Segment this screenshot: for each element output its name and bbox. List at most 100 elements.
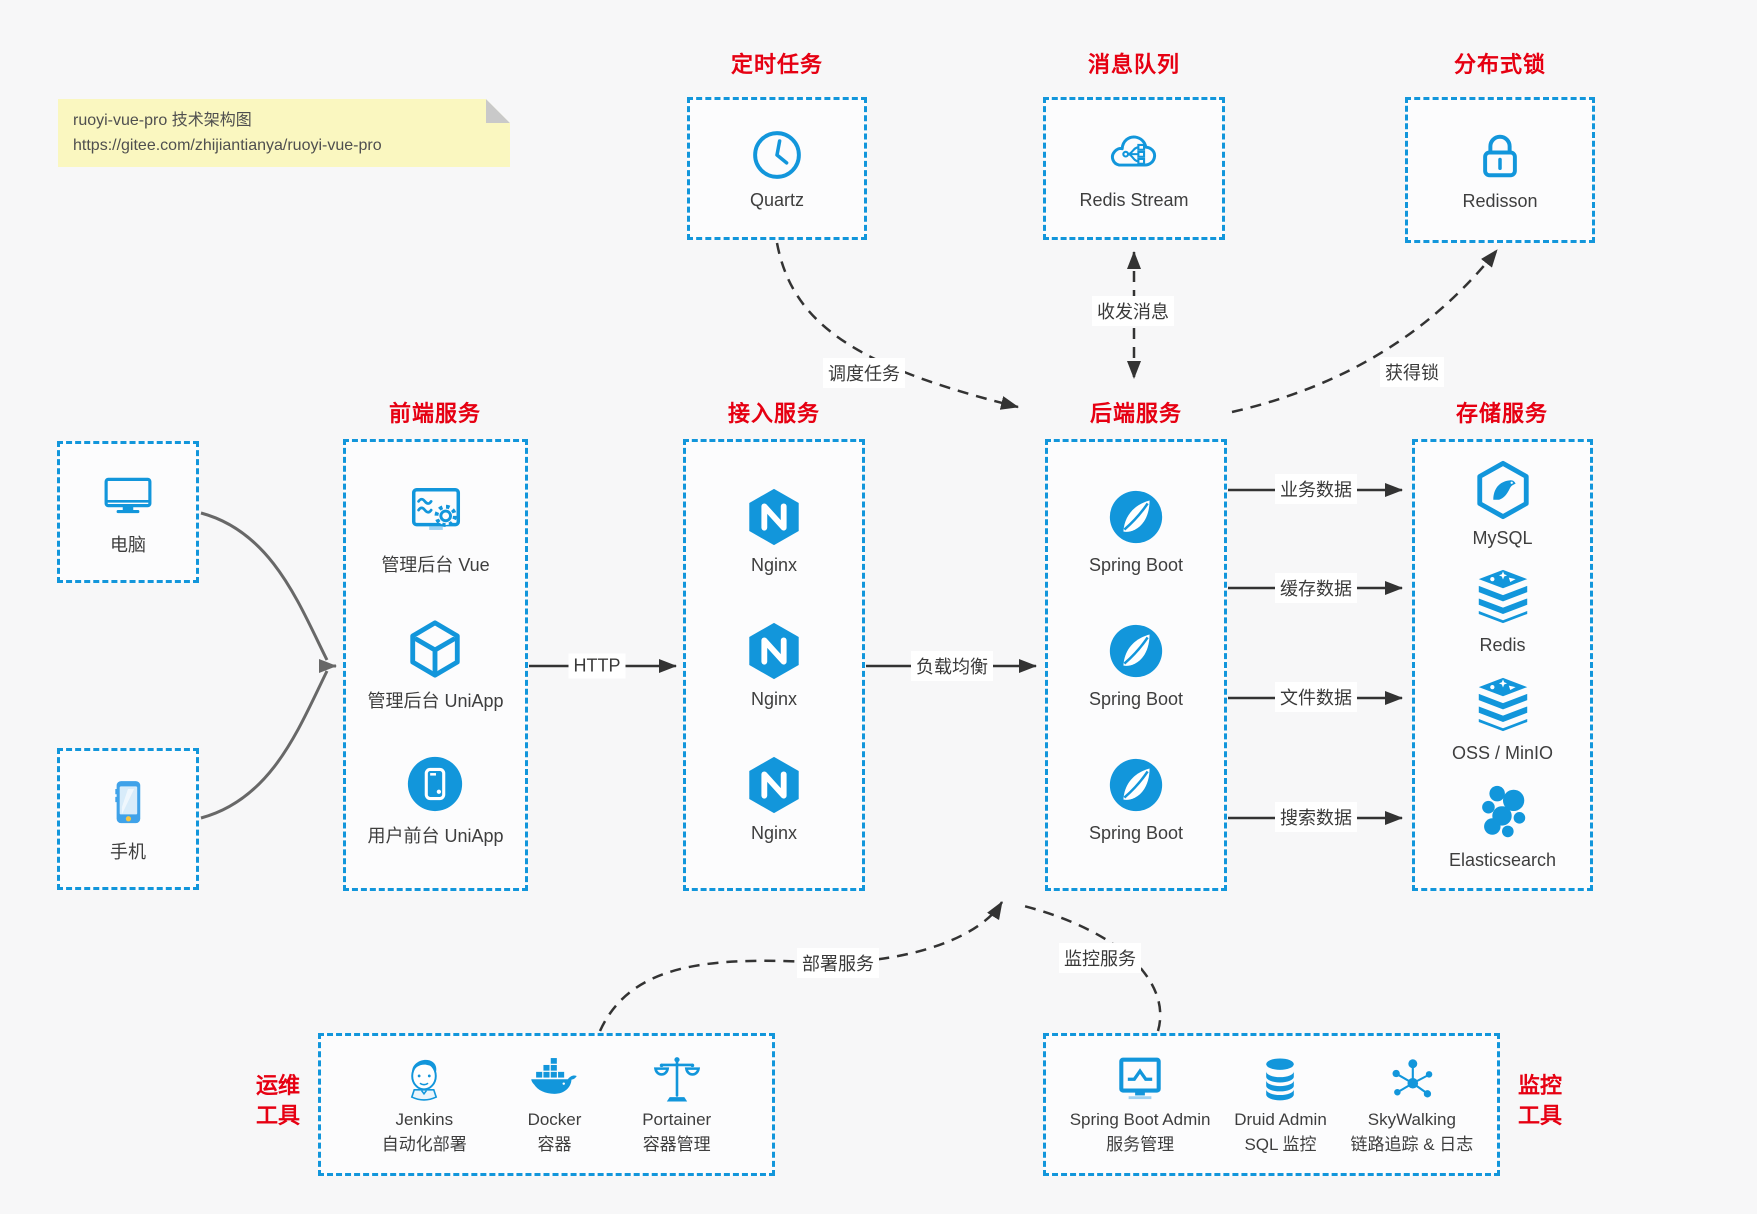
edge-acquire-lock-arrow (1231, 249, 1498, 414)
portainer-desc: 容器管理 (642, 1134, 711, 1154)
docker-desc: 容器 (537, 1134, 572, 1154)
sticky-note: ruoyi-vue-pro 技术架构图 https://gitee.com/zh… (58, 99, 510, 167)
user-uniapp-label: 用户前台 UniApp (367, 825, 504, 846)
user-uniapp-node: 用户前台 UniApp (367, 753, 504, 848)
edge-label-monitor-service: 监控服务 (1059, 943, 1141, 973)
spring-boot-admin-name: Spring Boot Admin (1069, 1109, 1211, 1129)
clock-icon (753, 130, 801, 179)
pc-label: 电脑 (110, 534, 146, 555)
section-title-backend: 后端服务 (1089, 401, 1183, 426)
spring-boot-admin-desc: 服务管理 (1106, 1134, 1175, 1154)
oss-minio-icon (1478, 677, 1527, 731)
docker-icon (531, 1057, 578, 1094)
nginx-label: Nginx (750, 823, 798, 843)
frontend-services-box: 管理后台 Vue 管理后台 UniApp 用户前台 UniApp (343, 439, 528, 891)
spring-boot-node: Spring Boot (1089, 754, 1183, 844)
skywalking-icon (1392, 1058, 1433, 1097)
edge-label-message: 收发消息 (1092, 296, 1174, 326)
admin-vue-label: 管理后台 Vue (381, 555, 490, 576)
gateway-services-box: Nginx Nginx Nginx (683, 439, 865, 891)
edge-label-schedule-task: 调度任务 (823, 358, 905, 388)
edge-label-cache-data: 缓存数据 (1275, 573, 1357, 603)
nginx-node: Nginx (743, 754, 805, 844)
docker-node: Docker 容器 (527, 1054, 582, 1156)
monitor-tools-box: Spring Boot Admin 服务管理 Druid Admin SQL 监… (1043, 1033, 1500, 1176)
sticky-note-fold-cut (486, 99, 510, 123)
spring-boot-label: Spring Boot (1088, 689, 1184, 709)
spring-boot-node: Spring Boot (1089, 486, 1183, 576)
spring-boot-icon (1109, 624, 1163, 678)
user-uniapp-icon (408, 756, 463, 811)
edge-label-deploy-service: 部署服务 (797, 948, 879, 978)
edge-label-acquire-lock: 获得锁 (1380, 357, 1444, 387)
spring-boot-icon (1109, 490, 1163, 544)
jenkins-name: Jenkins (395, 1109, 454, 1129)
mysql-node: MySQL (1472, 459, 1534, 549)
elasticsearch-icon (1482, 785, 1526, 837)
redis-node: Redis (1472, 566, 1534, 656)
section-title-ops-tools: 运维 工具 (255, 1073, 300, 1128)
druid-name: Druid Admin (1234, 1109, 1327, 1129)
admin-vue-icon (411, 488, 460, 531)
druid-node: Druid Admin SQL 监控 (1234, 1054, 1327, 1156)
note-url: https://gitee.com/zhijiantianya/ruoyi-vu… (73, 137, 382, 154)
nginx-icon (749, 488, 799, 546)
section-title-storage: 存储服务 (1455, 401, 1549, 426)
section-title-frontend: 前端服务 (388, 401, 482, 426)
cloud-stream-icon (1110, 135, 1157, 167)
redis-icon (1478, 570, 1527, 624)
backend-services-box: Spring Boot Spring Boot Spring Boot (1045, 439, 1227, 891)
redisson-node: Redisson (1405, 97, 1595, 243)
spring-boot-node: Spring Boot (1089, 620, 1183, 710)
pc-client-node: 电脑 (57, 441, 199, 583)
section-title-monitor-tools: 监控 工具 (1517, 1073, 1562, 1128)
mobile-icon (115, 780, 141, 823)
nginx-label: Nginx (750, 555, 798, 575)
skywalking-desc: 链路追踪 & 日志 (1350, 1134, 1474, 1154)
nginx-node: Nginx (743, 620, 805, 710)
admin-uniapp-node: 管理后台 UniApp (367, 618, 504, 713)
spring-boot-icon (1109, 758, 1163, 812)
oss-minio-node: OSS / MinIO (1452, 674, 1553, 764)
spring-boot-label: Spring Boot (1088, 555, 1184, 575)
lock-icon (1483, 134, 1517, 178)
note-title: ruoyi-vue-pro 技术架构图 (73, 112, 252, 129)
portainer-icon (653, 1056, 700, 1102)
spring-boot-admin-node: Spring Boot Admin 服务管理 (1070, 1054, 1211, 1156)
spring-boot-admin-icon (1119, 1057, 1161, 1099)
edge-pc-to-frontend (200, 511, 329, 661)
section-title-distributed-lock: 分布式锁 (1453, 52, 1547, 77)
nginx-icon (749, 622, 799, 680)
skywalking-node: SkyWalking 链路追踪 & 日志 (1350, 1054, 1473, 1156)
redisson-label: Redisson (1462, 191, 1538, 211)
edge-label-load-balance: 负载均衡 (911, 651, 993, 681)
spring-boot-label: Spring Boot (1088, 823, 1184, 843)
mobile-client-node: 手机 (57, 748, 199, 890)
edge-label-business-data: 业务数据 (1275, 474, 1357, 504)
section-title-gateway: 接入服务 (727, 401, 821, 426)
edge-label-file-data: 文件数据 (1275, 682, 1357, 712)
section-title-message-queue: 消息队列 (1087, 52, 1181, 77)
ops-tools-box: Jenkins 自动化部署 Docker 容器 (318, 1033, 775, 1176)
jenkins-node: Jenkins 自动化部署 (382, 1054, 467, 1156)
redis-label: Redis (1479, 635, 1526, 656)
quartz-node: Quartz (687, 97, 867, 240)
jenkins-desc: 自动化部署 (381, 1134, 467, 1154)
elasticsearch-node: Elasticsearch (1449, 781, 1556, 871)
druid-icon (1266, 1057, 1295, 1100)
elasticsearch-label: Elasticsearch (1448, 849, 1557, 870)
admin-vue-node: 管理后台 Vue (381, 482, 490, 577)
quartz-label: Quartz (749, 189, 805, 210)
mysql-icon (1476, 461, 1529, 520)
mysql-label: MySQL (1472, 528, 1533, 549)
storage-services-box: MySQL Redis (1412, 439, 1593, 891)
edge-label-http: HTTP (568, 653, 626, 679)
jenkins-icon (411, 1059, 438, 1101)
docker-name: Docker (527, 1109, 582, 1129)
druid-desc: SQL 监控 (1244, 1134, 1317, 1154)
portainer-node: Portainer 容器管理 (642, 1054, 711, 1156)
section-title-scheduled-task: 定时任务 (730, 52, 824, 77)
skywalking-name: SkyWalking (1367, 1109, 1456, 1129)
oss-minio-label: OSS / MinIO (1451, 742, 1554, 763)
